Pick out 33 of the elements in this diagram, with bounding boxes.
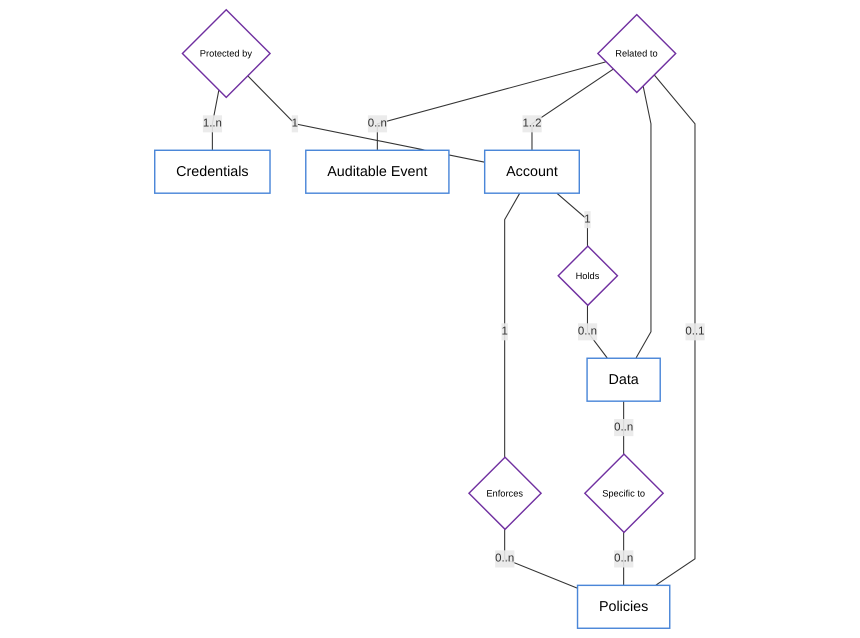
node-diamond: Enforces [468,456,542,530]
edge-label: 1..2 [522,117,542,130]
connector [504,529,578,589]
connector [532,68,614,150]
edge-label: 1 [292,117,298,130]
node-diamond: Specific to [584,453,665,534]
connector [636,86,652,359]
node-diamond: Related to [597,14,678,94]
edge-label: 0..n [614,552,634,565]
connector [377,61,606,150]
connector [212,90,220,150]
connector [623,401,625,454]
connector [556,192,588,246]
node-diamond: Holds [558,245,619,306]
edge-label: 0..n [368,117,388,130]
node-box: Policies [577,584,671,629]
connector [248,75,486,163]
edge-label: 0..1 [686,325,705,338]
connector [654,74,696,586]
edge-label: 1 [502,325,508,338]
edge-label: 0..n [578,325,598,338]
connector [504,192,521,458]
node-box: Auditable Event [305,150,450,194]
node-box: Data [586,358,662,402]
edge-label: 0..n [614,421,634,434]
node-box: Credentials [154,150,272,194]
edge-label: 1..n [203,117,222,130]
node-diamond: Protected by [182,8,272,98]
connector [587,305,608,359]
connector [623,532,625,586]
edge-label: 1 [584,213,592,226]
node-box: Account [484,150,580,194]
edge-label: 0..n [496,552,515,565]
